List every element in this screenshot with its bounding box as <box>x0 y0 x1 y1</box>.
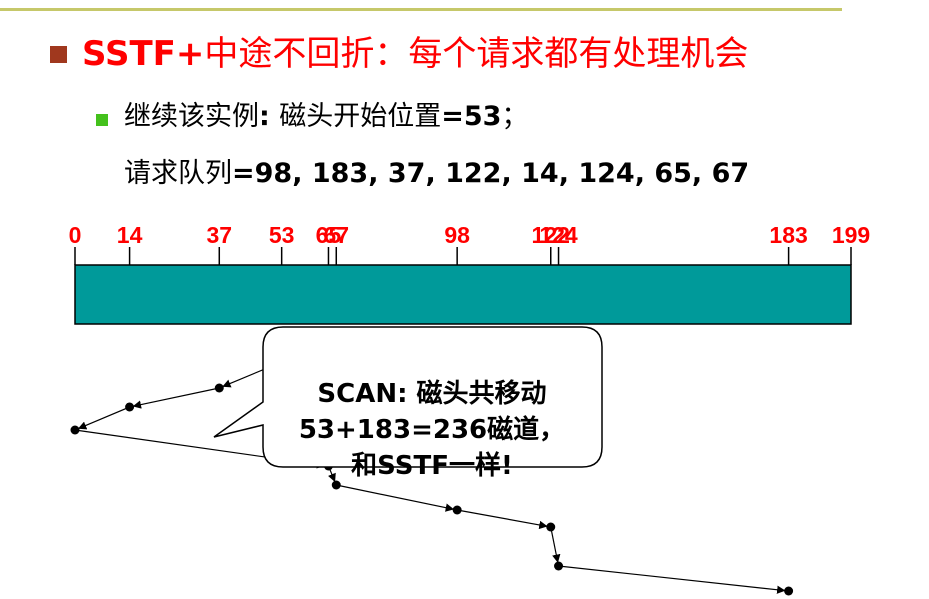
line2-b: =98, 183, 37, 122, 14, 124, 65, 67 <box>232 158 750 189</box>
tick-label: 65 <box>316 222 342 248</box>
title-prefix: SSTF+ <box>82 34 205 74</box>
slide-title: SSTF+中途不回折：每个请求都有处理机会 <box>82 32 748 76</box>
path-segment <box>550 526 561 563</box>
tick-label: 67 <box>323 222 349 248</box>
callout-line1: SCAN: 磁头共移动 <box>317 379 547 409</box>
sub-bullet <box>96 114 108 126</box>
tick-label: 0 <box>69 222 82 248</box>
path-point <box>331 480 341 490</box>
path-segment <box>132 387 220 409</box>
line1-a: 继续该实例 <box>124 101 259 132</box>
line1-c: 磁头开始位置 <box>279 101 442 132</box>
tick-label: 37 <box>206 222 232 248</box>
path-point <box>554 561 564 571</box>
path-segment <box>336 484 455 512</box>
tick-label: 98 <box>444 222 470 248</box>
queue-line: 请求队列=98, 183, 37, 122, 14, 124, 65, 67 <box>124 154 749 194</box>
head-movement-path <box>70 357 794 596</box>
line1-d: =53 <box>441 101 502 132</box>
path-point <box>546 522 556 532</box>
tick-label: 14 <box>117 222 143 248</box>
tick-label: 199 <box>832 222 870 248</box>
title-bullet <box>50 46 67 63</box>
example-line: 继续该实例: 磁头开始位置=53； <box>124 97 528 137</box>
line1-b: : <box>259 101 280 132</box>
path-point <box>452 505 462 515</box>
path-point <box>70 425 80 435</box>
tick-label: 122 <box>532 222 570 248</box>
tick-label: 183 <box>769 222 807 248</box>
path-point <box>784 586 794 596</box>
tick-label: 53 <box>269 222 295 248</box>
title-rest: 中途不回折：每个请求都有处理机会 <box>204 34 749 74</box>
callout-line2: 53+183=236磁道， <box>298 415 566 445</box>
path-point <box>214 383 224 393</box>
track-bar <box>74 264 852 325</box>
line2-a: 请求队列 <box>124 158 232 189</box>
path-segment <box>77 406 130 430</box>
path-segment <box>457 509 548 530</box>
callout-bubble <box>213 326 603 468</box>
callout-line3: 和SSTF一样! <box>351 451 513 481</box>
path-point <box>125 402 135 412</box>
callout-text: SCAN: 磁头共移动 53+183=236磁道， 和SSTF一样! <box>262 340 602 484</box>
tick-label: 124 <box>539 222 578 248</box>
path-segment <box>558 565 786 594</box>
line1-e: ； <box>501 101 529 132</box>
top-rule <box>0 8 842 11</box>
